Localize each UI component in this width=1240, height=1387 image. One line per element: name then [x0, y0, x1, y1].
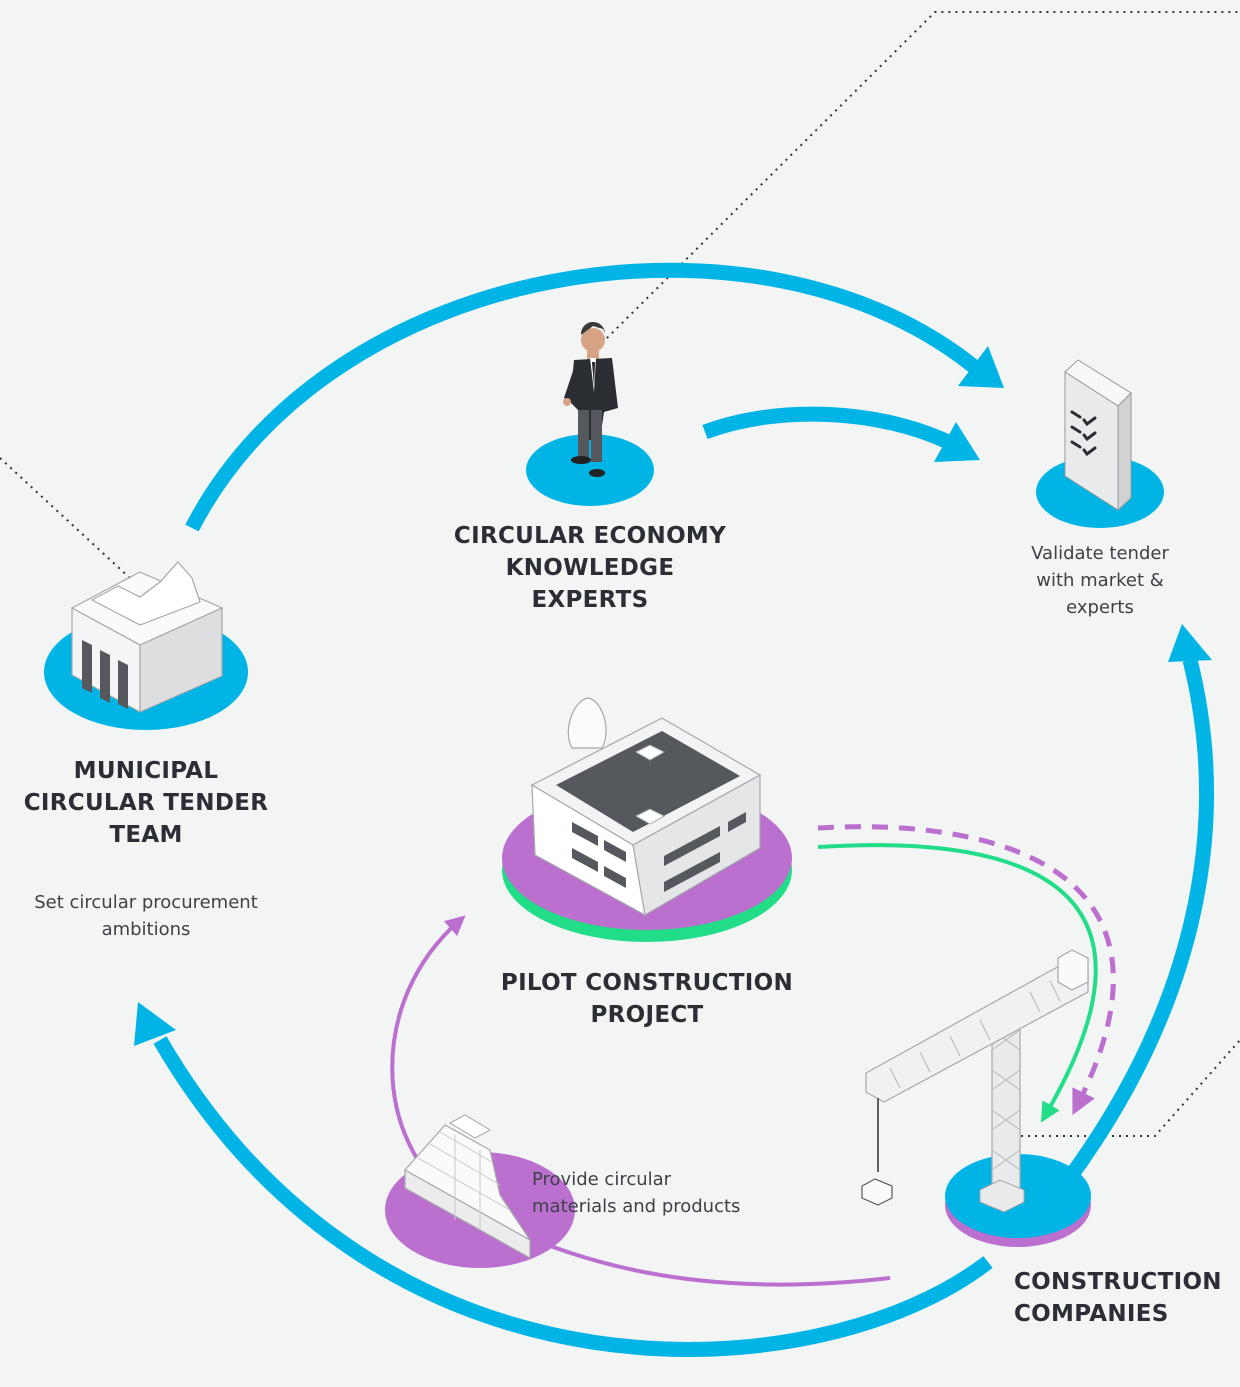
materials-desc-line-2: materials and products — [532, 1196, 741, 1217]
checklist-document-icon — [1064, 359, 1132, 512]
leader-line-construction — [1000, 1039, 1240, 1137]
municipal-desc-line-2: ambitions — [101, 919, 191, 940]
materials-node — [385, 1114, 575, 1268]
arrowhead-construction-to-municipal — [134, 1002, 176, 1046]
person-icon — [563, 321, 618, 477]
dotted-leader-lines — [0, 11, 1240, 1137]
experts-node — [526, 321, 654, 506]
pilot-node — [502, 697, 792, 942]
validate-desc-line-2: with market & — [1036, 570, 1164, 591]
construction-title: CONSTRUCTION COMPANIES — [1014, 1266, 1240, 1330]
bricks-icon — [404, 1114, 531, 1260]
municipal-node — [44, 561, 248, 730]
validate-description: Validate tender with market & experts — [1000, 540, 1200, 621]
construction-title-line-1: CONSTRUCTION — [1014, 1269, 1222, 1295]
arrow-pilot-to-construction-dashed — [817, 824, 1116, 1116]
arrowhead-municipal-to-validate — [958, 346, 1004, 388]
building-icon — [530, 697, 762, 917]
experts-title: CIRCULAR ECONOMY KNOWLEDGE EXPERTS — [420, 520, 760, 616]
municipal-desc-line-1: Set circular procurement — [34, 892, 258, 913]
crane-icon — [861, 949, 1089, 1213]
experts-title-line-2: KNOWLEDGE — [505, 555, 675, 581]
experts-pedestal — [526, 434, 654, 506]
arrow-municipal-to-validate — [185, 262, 983, 532]
arrow-construction-to-validate — [1061, 658, 1214, 1185]
municipal-description: Set circular procurement ambitions — [0, 889, 292, 943]
municipal-title-line-3: TEAM — [109, 822, 183, 848]
arrowhead-construction-to-validate — [1168, 624, 1212, 662]
municipal-title: MUNICIPAL CIRCULAR TENDER TEAM — [0, 755, 292, 851]
leader-line-experts — [596, 11, 1240, 349]
validate-node — [1036, 359, 1164, 528]
materials-desc-line-1: Provide circular — [532, 1169, 672, 1190]
construction-title-line-2: COMPANIES — [1014, 1301, 1169, 1327]
experts-title-line-1: CIRCULAR ECONOMY — [453, 523, 727, 549]
town-hall-icon — [70, 561, 224, 714]
pilot-title-line-2: PROJECT — [590, 1002, 704, 1028]
arrow-pilot-to-construction-green — [817, 843, 1098, 1123]
pilot-title: PILOT CONSTRUCTION PROJECT — [470, 967, 824, 1031]
arrow-construction-to-municipal — [153, 1036, 993, 1357]
experts-title-line-3: EXPERTS — [531, 587, 649, 613]
municipal-title-line-2: CIRCULAR TENDER — [23, 790, 269, 816]
pilot-title-line-1: PILOT CONSTRUCTION — [500, 970, 794, 996]
materials-description: Provide circular materials and products — [532, 1166, 812, 1220]
construction-node — [861, 949, 1091, 1247]
blue-cycle-arrows — [134, 262, 1214, 1357]
validate-desc-line-1: Validate tender — [1031, 543, 1169, 564]
leader-line-municipal — [0, 457, 133, 581]
validate-desc-line-3: experts — [1066, 597, 1134, 618]
arrowhead-experts-to-validate — [934, 422, 980, 462]
arrow-experts-to-validate — [702, 406, 952, 449]
municipal-title-line-1: MUNICIPAL — [73, 758, 219, 784]
